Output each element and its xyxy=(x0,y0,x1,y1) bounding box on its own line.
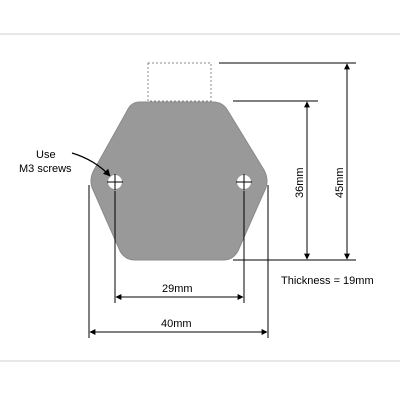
screw-note-line2: M3 screws xyxy=(19,163,72,175)
thickness-note: Thickness = 19mm xyxy=(281,275,374,287)
width-label: 40mm xyxy=(161,318,192,330)
body-height-label: 36mm xyxy=(294,167,306,198)
right-screw-hole xyxy=(236,174,252,190)
dashed-tab-outline xyxy=(147,62,212,102)
total-height-label: 45mm xyxy=(334,167,346,198)
screw-callout-arrow xyxy=(71,152,111,177)
hole-spacing-label: 29mm xyxy=(162,283,193,295)
left-screw-hole xyxy=(107,174,123,190)
screw-note-line1: Use xyxy=(36,149,56,161)
hexagon-plate xyxy=(90,101,268,261)
